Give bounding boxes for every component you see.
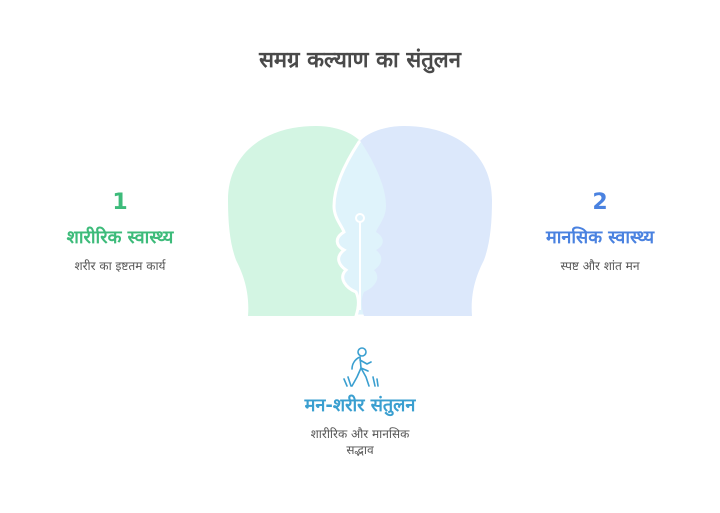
physical-health-block: 1 शारीरिक स्वास्थ्य शरीर का इष्टतम कार्य — [30, 190, 210, 274]
physical-description: शरीर का इष्टतम कार्य — [74, 259, 166, 273]
mental-number: 2 — [592, 190, 608, 215]
overlapping-heads-illustration — [228, 126, 492, 316]
balance-label: मन-शरीर संतुलन — [304, 395, 416, 416]
balance-description-line1: शारीरिक और मानसिक — [310, 427, 410, 441]
mental-description: स्पष्ट और शांत मन — [560, 259, 640, 273]
walking-person-icon — [343, 347, 379, 387]
balance-description-line2: सद्भाव — [346, 443, 374, 457]
diagram-title: समग्र कल्याण का संतुलन — [259, 48, 461, 73]
balance-description: शारीरिक और मानसिक सद्भाव — [260, 426, 460, 458]
mental-health-block: 2 मानसिक स्वास्थ्य स्पष्ट और शांत मन — [510, 190, 690, 274]
mental-label: मानसिक स्वास्थ्य — [545, 227, 655, 248]
physical-number: 1 — [112, 190, 128, 215]
physical-label: शारीरिक स्वास्थ्य — [66, 227, 174, 248]
mind-body-balance-block: मन-शरीर संतुलन शारीरिक और मानसिक सद्भाव — [260, 346, 460, 458]
